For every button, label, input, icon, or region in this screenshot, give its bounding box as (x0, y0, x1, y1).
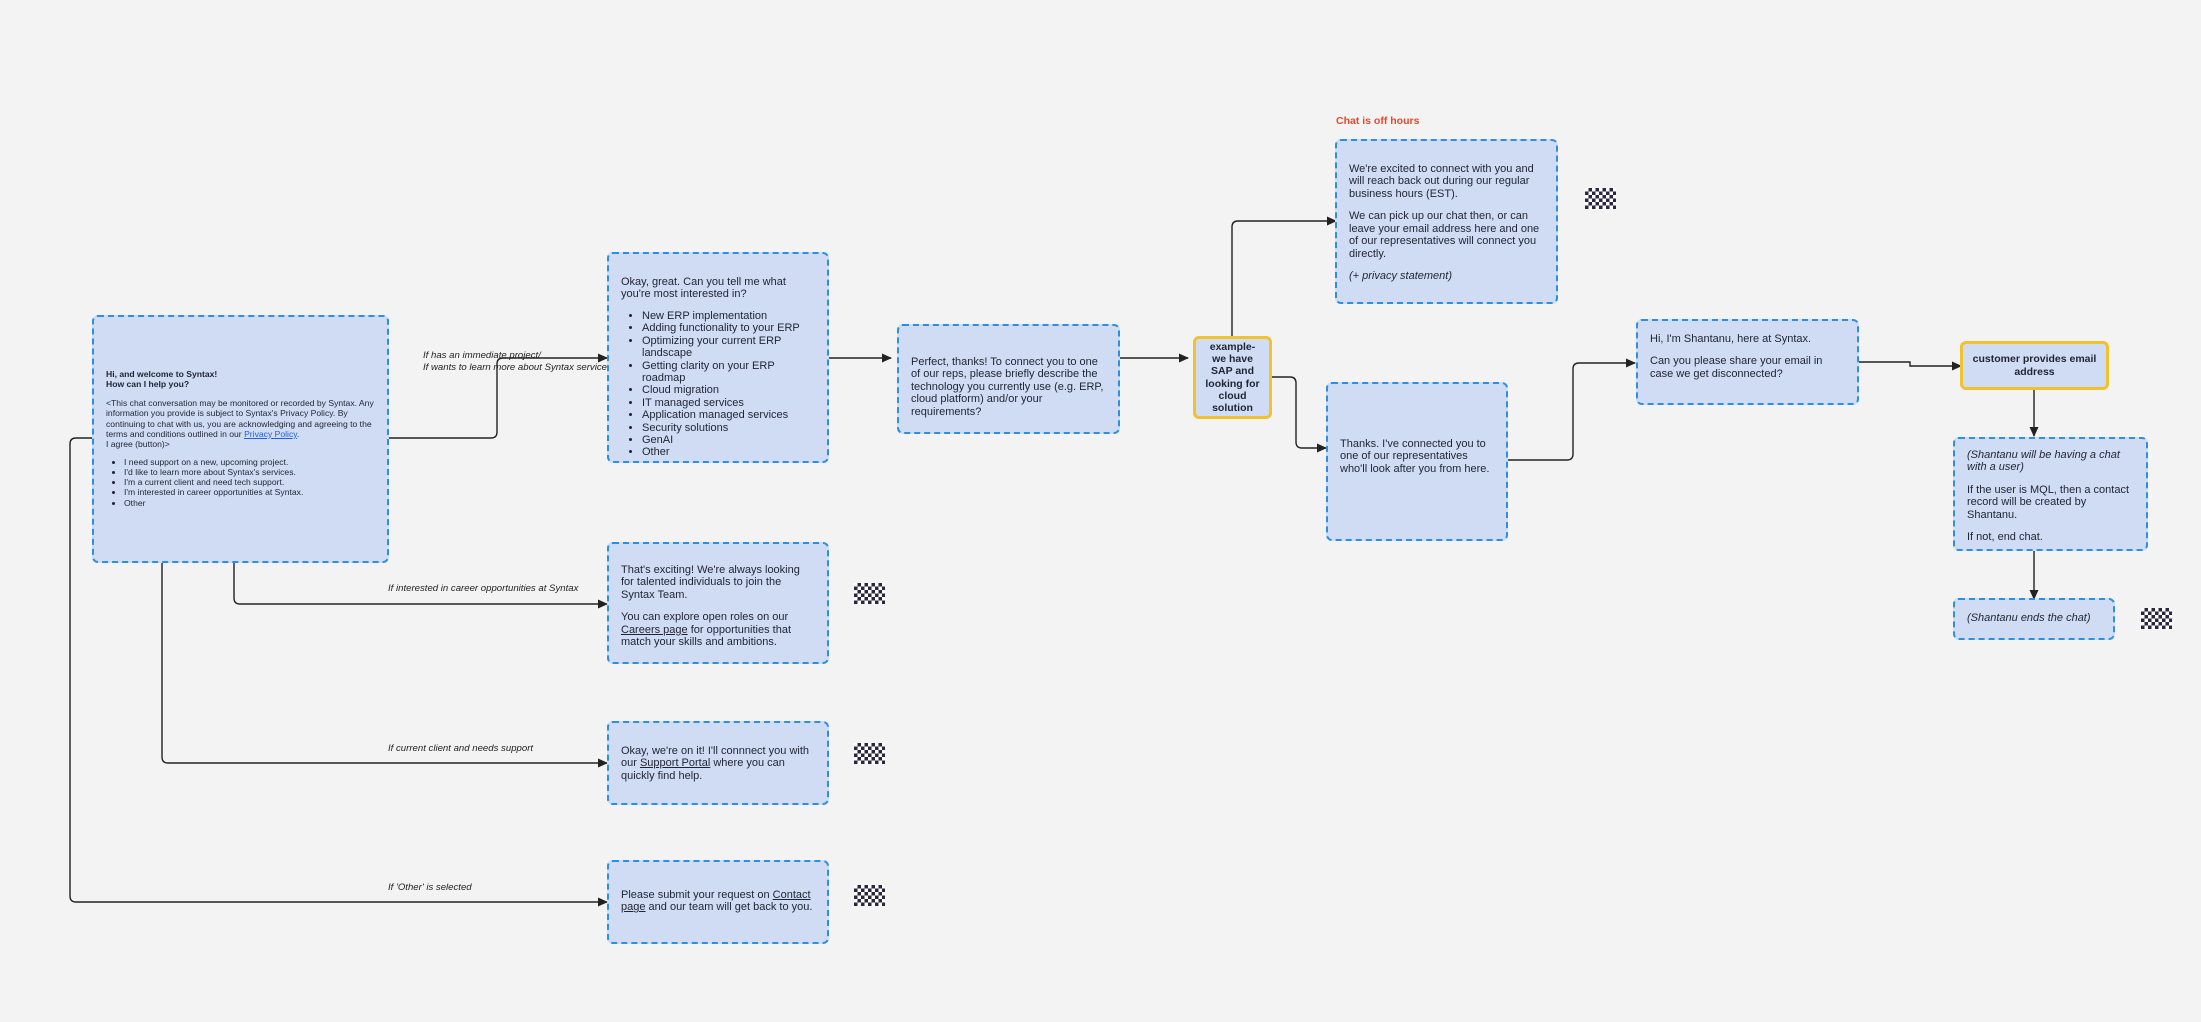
list-item: Other (642, 446, 815, 458)
privacy-policy-link[interactable]: Privacy Policy (244, 428, 297, 439)
other-node: Please submit your request on Contact pa… (607, 860, 829, 944)
edge-label-immediate-project: If has an immediate project/ (423, 350, 541, 361)
shantanu-p1: Hi, I'm Shantanu, here at Syntax. (1650, 333, 1812, 345)
edge-label-career: If interested in career opportunities at… (388, 583, 579, 594)
support-node: Okay, we're on it! I'll connnect you wit… (607, 721, 829, 805)
edge-shantanu-to-email (1859, 361, 1962, 371)
list-item: Optimizing your current ERP landscape (642, 335, 815, 360)
edge-example-to-offhours (1231, 216, 1337, 336)
edge-label-other: If 'Other' is selected (388, 882, 472, 893)
careers-text: You can explore open roles on our (621, 611, 789, 624)
edge-connected-to-shantanu (1507, 358, 1636, 461)
describe-text: Perfect, thanks! To connect you to one o… (911, 356, 1104, 418)
interests-list: New ERP implementation Adding functional… (621, 310, 815, 459)
welcome-message-node: Hi, and welcome to Syntax! How can I hel… (92, 315, 389, 563)
ends-text: (Shantanu ends the chat) (1967, 612, 2091, 624)
example-text: example- we have SAP and looking for clo… (1205, 341, 1260, 414)
contact-page-link[interactable]: Contact page (621, 889, 811, 914)
interests-node: Okay, great. Can you tell me what you're… (607, 252, 829, 463)
off-hours-p1: We're excited to connect with you and wi… (1349, 163, 1534, 200)
mql-node: (Shantanu will be having a chat with a u… (1953, 437, 2148, 551)
careers-page-link[interactable]: Careers page (621, 623, 688, 636)
off-hours-p3: (+ privacy statement) (1349, 269, 1453, 282)
list-item: I'm a current client and need tech suppo… (124, 477, 375, 487)
connected-node: Thanks. I've connected you to one of our… (1326, 382, 1508, 541)
careers-p1: That's exciting! We're always looking fo… (621, 564, 800, 601)
connected-text: Thanks. I've connected you to one of our… (1340, 438, 1490, 475)
welcome-options-list: I need support on a new, upcoming projec… (106, 457, 375, 508)
support-text-start: Okay, we're on it! I'll connnect you wit… (621, 745, 810, 770)
mql-p3: If not, end chat. (1967, 531, 2043, 544)
off-hours-label: Chat is off hours (1336, 115, 1420, 127)
list-item: Adding functionality to your ERP (642, 322, 815, 334)
welcome-question: How can I help you? (106, 379, 190, 390)
example-decision-node: example- we have SAP and looking for clo… (1193, 336, 1272, 419)
welcome-greeting: Hi, and welcome to Syntax! (106, 369, 218, 379)
support-text-end: where you can quickly find help. (621, 757, 785, 782)
email-provided-node: customer provides email address (1960, 341, 2109, 390)
edge-label-support: If current client and needs support (388, 743, 534, 754)
list-item: I'm interested in career opportunities a… (124, 487, 375, 497)
list-item: IT managed services (642, 397, 815, 409)
finish-flag-icon (2141, 608, 2172, 629)
other-text-end: and our team will get back to you. (645, 901, 813, 914)
list-item: GenAI (642, 434, 815, 446)
finish-flag-icon (1585, 188, 1616, 209)
shantanu-greeting-node: Hi, I'm Shantanu, here at Syntax. Can yo… (1636, 319, 1859, 405)
disclaimer-end: . (296, 428, 300, 439)
email-node-text: customer provides email address (1972, 353, 2097, 378)
describe-tech-node: Perfect, thanks! To connect you to one o… (897, 324, 1120, 434)
finish-flag-icon (854, 885, 885, 906)
list-item: Other (124, 498, 375, 508)
off-hours-p2: We can pick up our chat then, or can lea… (1349, 210, 1540, 260)
edge-example-to-connected (1270, 376, 1327, 453)
other-text: Please submit your request on Contact pa… (621, 889, 815, 914)
list-item: I need support on a new, upcoming projec… (124, 457, 375, 467)
list-item: Getting clarity on your ERP roadmap (642, 360, 815, 385)
finish-flag-icon (854, 583, 885, 604)
mql-p2: If the user is MQL, then a contact recor… (1967, 483, 2130, 521)
welcome-disclaimer: <This chat conversation may be monitored… (106, 398, 375, 439)
edge-welcome-to-other (69, 437, 608, 907)
edge-welcome-to-careers (233, 562, 608, 609)
support-text: Okay, we're on it! I'll connnect you wit… (621, 745, 815, 782)
list-item: Security solutions (642, 422, 815, 434)
list-item: I'd like to learn more about Syntax's se… (124, 467, 375, 477)
shantanu-p2: Can you please share your email in case … (1650, 355, 1823, 380)
off-hours-node: We're excited to connect with you and wi… (1335, 139, 1558, 304)
finish-flag-icon (854, 743, 885, 764)
list-item: New ERP implementation (642, 310, 815, 322)
support-portal-link[interactable]: Support Portal (639, 757, 711, 770)
list-item: Application managed services (642, 409, 815, 421)
chat-ends-node: (Shantanu ends the chat) (1953, 598, 2115, 640)
careers-text-end: for opportunities that match your skills… (621, 623, 791, 649)
careers-node: That's exciting! We're always looking fo… (607, 542, 829, 664)
other-text-start: Please submit your request on (621, 889, 773, 901)
edge-label-learn-more: If wants to learn more about Syntax serv… (423, 362, 612, 373)
mql-p1: (Shantanu will be having a chat with a u… (1967, 449, 2120, 474)
list-item: Cloud migration (642, 384, 815, 396)
edge-welcome-to-interests (388, 353, 608, 439)
interests-intro: Okay, great. Can you tell me what you're… (621, 276, 786, 301)
disclaimer-text: <This chat conversation may be monitored… (106, 398, 374, 439)
agree-button-note: I agree (button)> (106, 438, 170, 449)
edge-welcome-to-support (161, 562, 608, 768)
careers-p2: You can explore open roles on our Career… (621, 611, 815, 648)
